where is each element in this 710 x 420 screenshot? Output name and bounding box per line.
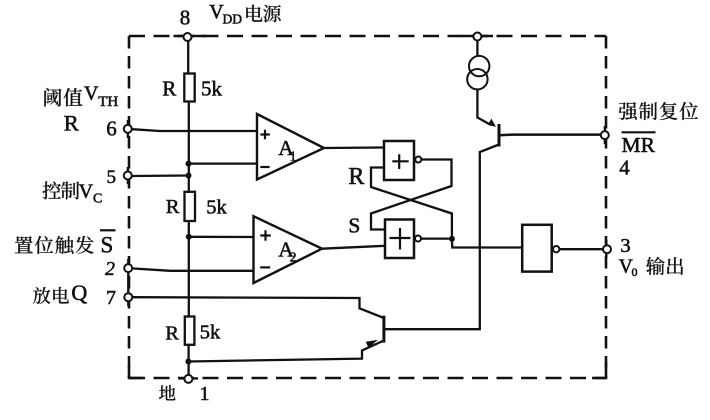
svg-text:5k: 5k <box>206 197 227 219</box>
svg-text:5k: 5k <box>201 76 223 100</box>
svg-text:V: V <box>79 181 94 203</box>
svg-text:2: 2 <box>290 250 297 265</box>
svg-text:1: 1 <box>290 148 297 163</box>
svg-text:A: A <box>278 237 294 261</box>
svg-text:1: 1 <box>200 383 210 405</box>
svg-text:R: R <box>166 196 180 218</box>
svg-text:V: V <box>84 83 99 105</box>
svg-text:MR: MR <box>622 133 656 157</box>
svg-text:R: R <box>162 76 176 100</box>
svg-text:7: 7 <box>106 287 116 309</box>
svg-text:R: R <box>348 164 364 190</box>
svg-text:A: A <box>278 136 294 160</box>
svg-text:R: R <box>64 111 79 136</box>
svg-text:DD: DD <box>223 12 243 27</box>
svg-text:TH: TH <box>98 94 118 110</box>
svg-text:V: V <box>209 1 224 23</box>
svg-text:Q: Q <box>71 280 87 305</box>
svg-text:R: R <box>165 323 179 345</box>
svg-text:4: 4 <box>619 156 630 180</box>
svg-text:C: C <box>93 192 102 207</box>
svg-text:3: 3 <box>620 235 630 257</box>
svg-text:6: 6 <box>106 117 117 141</box>
svg-text:5: 5 <box>107 167 117 188</box>
svg-text:0: 0 <box>632 265 638 279</box>
svg-text:8: 8 <box>180 6 191 30</box>
svg-text:S: S <box>101 233 114 258</box>
svg-text:2: 2 <box>105 258 115 280</box>
svg-text:5k: 5k <box>200 322 221 344</box>
svg-text:S: S <box>348 214 360 238</box>
svg-text:V: V <box>619 256 633 277</box>
